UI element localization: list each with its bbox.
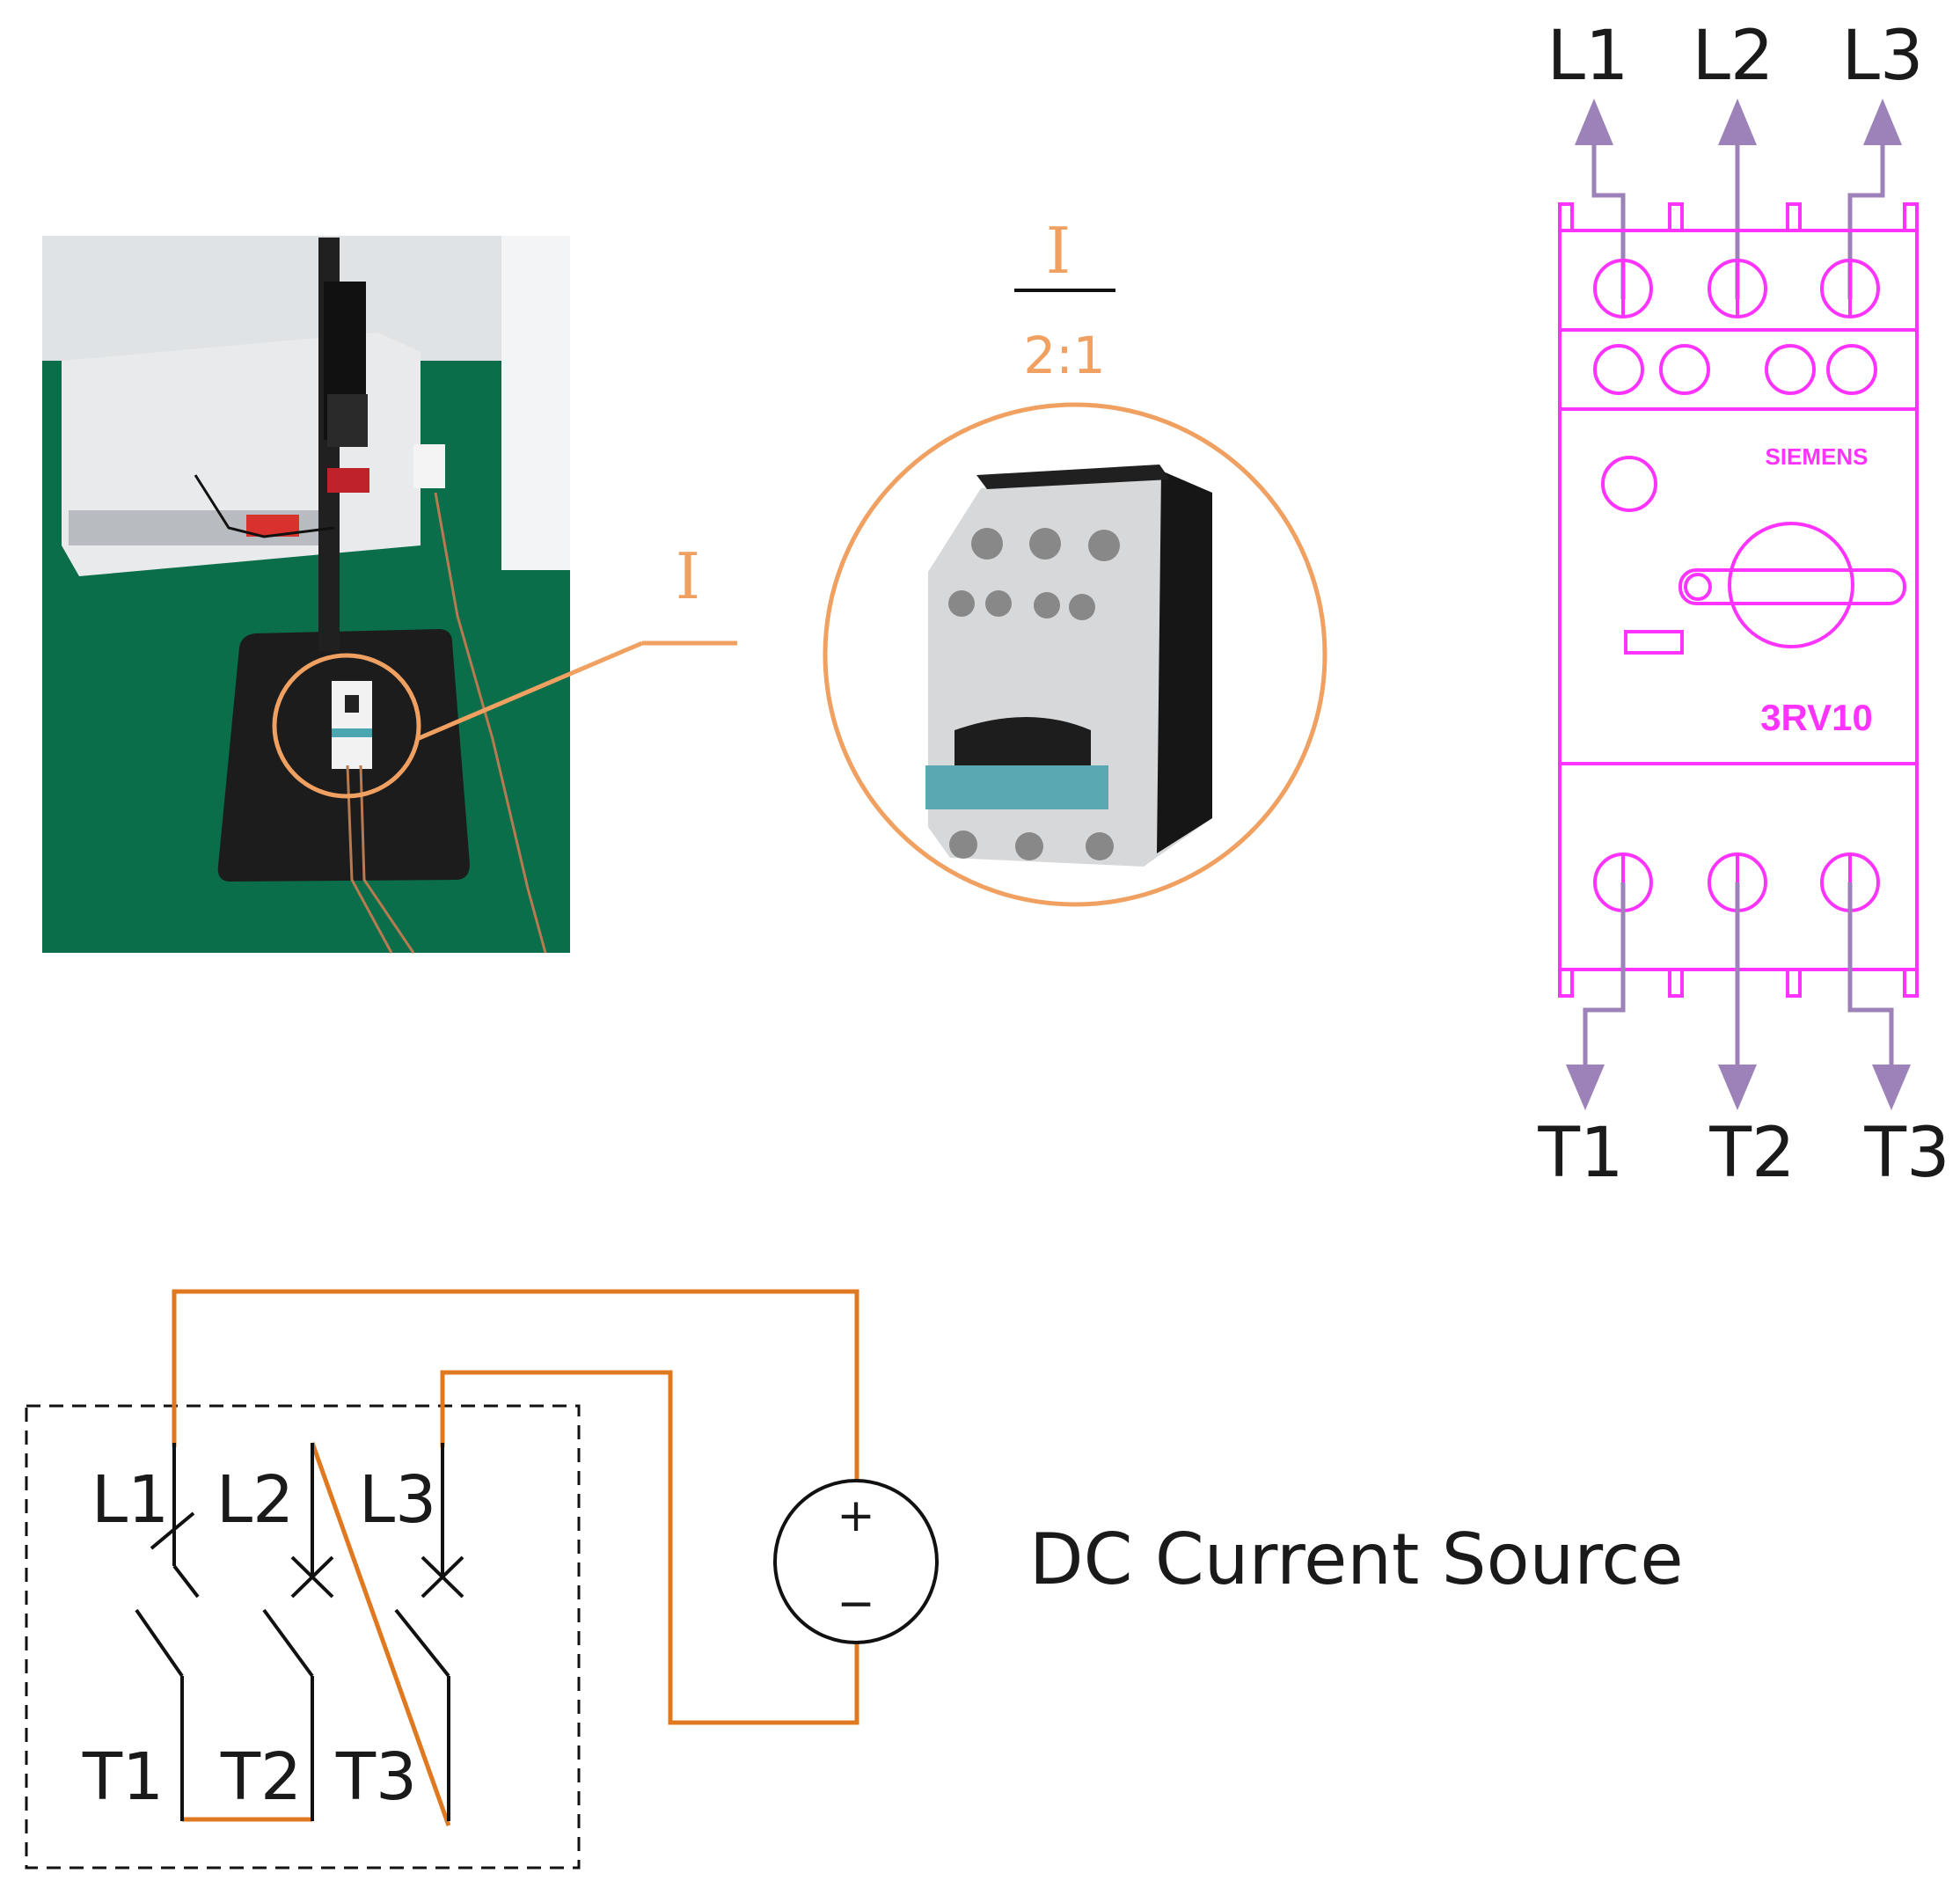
circuit-label-l2: L2 [216,1462,294,1538]
source-minus-sign: − [837,1577,875,1630]
callout-label: I [676,539,700,613]
circuit-label-t1: T1 [82,1739,164,1815]
breaker-boundary [25,1404,581,1870]
dc-current-source: + − [773,1479,939,1644]
circuit-schematic: L1 L2 L3 T1 T2 T3 + − DC Current Source [25,1289,1684,1870]
test-bench-photo [42,236,570,954]
circuit-label-l3: L3 [359,1462,436,1538]
drawing-label-l3: L3 [1841,17,1923,96]
drawing-label-t3: T3 [1863,1114,1949,1193]
drawing-model: 3RV10 [1760,697,1873,738]
drawing-label-t2: T2 [1708,1114,1795,1193]
source-label: DC Current Source [1029,1518,1684,1600]
circuit-label-t2: T2 [220,1739,302,1815]
detail-view-label: I [1046,214,1071,288]
source-plus-sign: + [837,1489,875,1542]
drawing-brand: SIEMENS [1765,443,1868,470]
test-wiring [172,1289,859,1826]
breaker-body [1558,202,1919,998]
detail-view-header: I 2:1 [1014,214,1115,385]
drawing-label-l2: L2 [1692,17,1774,96]
detail-callout: I [416,539,737,742]
detail-circle [823,402,1327,907]
circuit-label-l1: L1 [91,1462,169,1538]
breaker-closeup [925,465,1212,867]
circuit-label-t3: T3 [335,1739,417,1815]
load-arrows [1566,882,1911,1110]
drawing-label-t1: T1 [1537,1114,1623,1193]
detail-scale: 2:1 [1023,326,1105,385]
breaker-contacts [135,1443,464,1821]
drawing-label-l1: L1 [1547,17,1628,96]
breaker-drawing: L1 L2 L3 [1537,17,1949,1193]
